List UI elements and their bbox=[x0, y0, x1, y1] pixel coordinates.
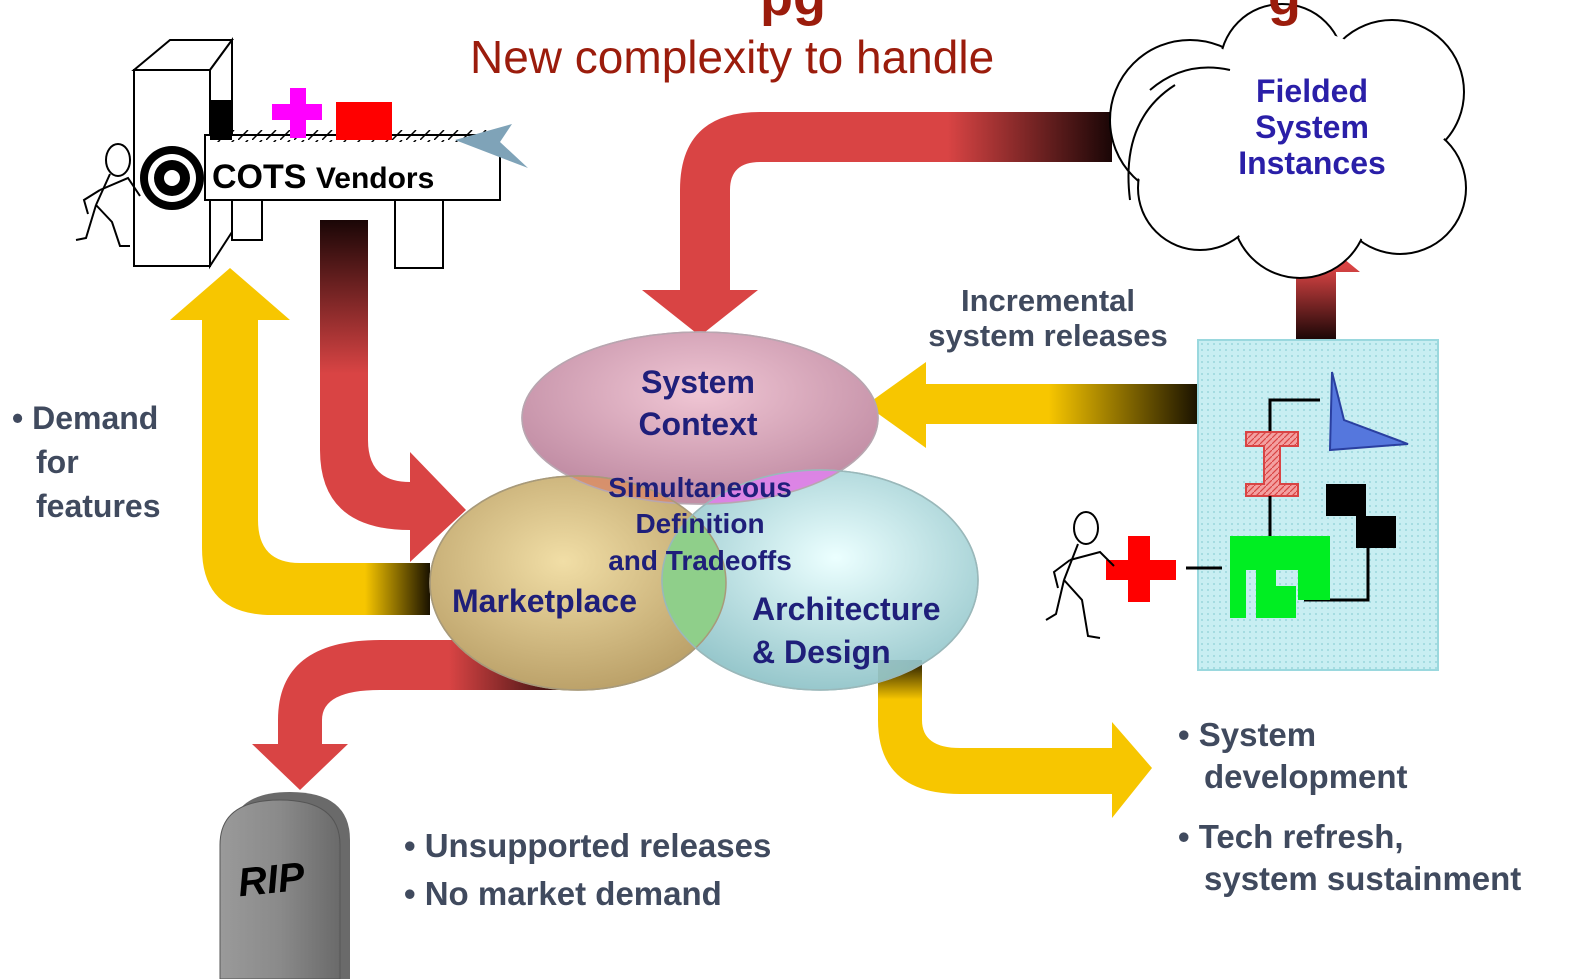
feedback-arrow bbox=[642, 112, 1112, 336]
title-fragment-left: pg bbox=[760, 0, 826, 28]
rip-arrow bbox=[252, 640, 580, 790]
context-label-line-1: System bbox=[641, 364, 755, 400]
vendors-label: COTS Vendors bbox=[212, 158, 434, 196]
title-fragment-right: g bbox=[1268, 0, 1301, 28]
center-label-line-3: and Tradeoffs bbox=[608, 544, 792, 576]
vendors-label-rest: Vendors bbox=[315, 162, 435, 195]
dev-arrow bbox=[878, 660, 1152, 818]
integrator-worker-icon bbox=[1045, 511, 1115, 639]
marketplace-label: Marketplace bbox=[452, 583, 637, 619]
black-block-icon bbox=[1326, 484, 1396, 548]
architecture-label-line-2: & Design bbox=[752, 634, 891, 671]
refresh-bullet: • Tech refresh, system sustainment bbox=[1178, 816, 1521, 899]
cloud-label: Fielded System Instances bbox=[1212, 73, 1412, 181]
green-block-icon bbox=[1230, 536, 1330, 618]
incremental-label-line-1: Incremental bbox=[960, 283, 1135, 318]
incremental-label-line-2: system releases bbox=[928, 317, 1168, 353]
square-part-icon bbox=[336, 102, 392, 140]
vendors-label-cots: COTS bbox=[212, 158, 307, 196]
plus-part-icon bbox=[272, 88, 322, 138]
tombstone-icon bbox=[219, 792, 350, 979]
demand-label-line-1: • Demand bbox=[12, 400, 159, 436]
i-beam-part-icon bbox=[1245, 431, 1299, 497]
center-label-line-2: Definition bbox=[635, 508, 765, 540]
incremental-label: Incremental system releases bbox=[898, 283, 1198, 353]
rip-bullet-2: • No market demand bbox=[404, 874, 722, 912]
refresh-bullet-line-2: system sustainment bbox=[1204, 859, 1522, 897]
demand-label: • Demand for features bbox=[12, 396, 161, 528]
architecture-label-line-1: Architecture bbox=[752, 591, 941, 627]
cloud-label-line-3: Instances bbox=[1238, 144, 1386, 181]
red-plus-part-icon bbox=[1106, 536, 1176, 602]
cloud-label-line-2: System bbox=[1255, 108, 1369, 145]
dev-bullet-line-1: • System bbox=[1178, 716, 1317, 753]
triangle-part-icon bbox=[455, 124, 528, 168]
demand-label-line-3: features bbox=[36, 488, 161, 525]
subtitle: New complexity to handle bbox=[470, 31, 995, 83]
incremental-arrow bbox=[866, 362, 1198, 448]
architecture-label: Architecture & Design bbox=[752, 588, 941, 674]
system-panel bbox=[1197, 339, 1439, 671]
vendor-worker-icon bbox=[75, 143, 141, 247]
dev-bullet: • System development bbox=[1178, 714, 1408, 797]
context-label-line-2: Context bbox=[638, 405, 758, 442]
demand-label-line-2: for bbox=[36, 444, 79, 481]
center-label: Simultaneous Definition and Tradeoffs bbox=[560, 470, 840, 579]
component-diagram-icon bbox=[1106, 371, 1409, 618]
vendor-feed-arrow bbox=[320, 220, 466, 562]
rip-bullet-1: • Unsupported releases bbox=[404, 827, 772, 864]
dev-bullet-line-2: development bbox=[1204, 757, 1408, 795]
center-label-line-1: Simultaneous bbox=[608, 472, 792, 503]
context-label: System Context bbox=[598, 362, 798, 445]
cloud-label-line-1: Fielded bbox=[1255, 73, 1368, 109]
tombstone-label: RIP bbox=[235, 854, 307, 906]
gear-icon bbox=[140, 146, 204, 210]
rip-bullets: • Unsupported releases • No market deman… bbox=[404, 822, 771, 918]
refresh-bullet-line-1: • Tech refresh, bbox=[1178, 818, 1404, 855]
demand-arrow bbox=[170, 268, 430, 615]
